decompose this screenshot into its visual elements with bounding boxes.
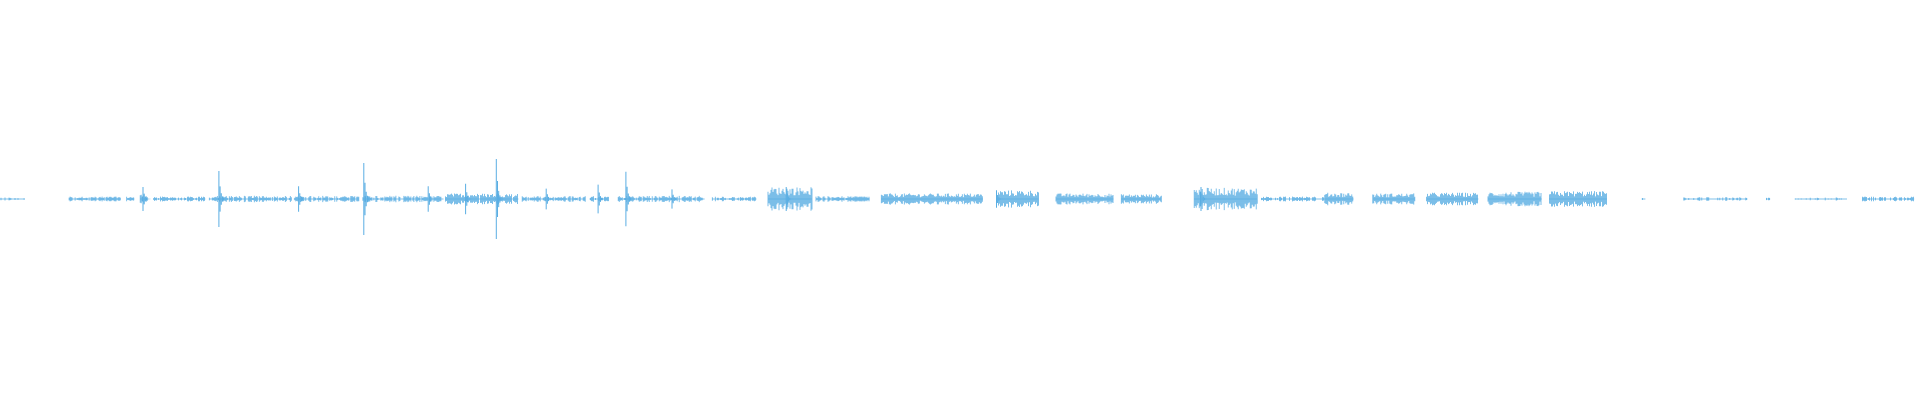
waveform-segment xyxy=(1324,192,1354,206)
waveform-segment xyxy=(711,196,757,202)
waveform-segment xyxy=(1426,192,1479,206)
waveform-spike xyxy=(671,189,680,209)
waveform-segment xyxy=(68,196,121,202)
waveform-segment xyxy=(815,196,870,202)
waveform-segment xyxy=(1683,197,1748,201)
waveform-spike xyxy=(363,163,372,235)
waveform-spike xyxy=(298,186,307,212)
waveform-segment xyxy=(1766,197,1771,201)
waveform-trace xyxy=(0,159,1915,239)
waveform-segment xyxy=(880,193,983,205)
waveform-segment xyxy=(1487,191,1542,207)
waveform-spike xyxy=(996,190,1005,208)
waveform-spike xyxy=(465,183,474,215)
waveform-segment xyxy=(1794,197,1847,201)
waveform-segment xyxy=(208,195,292,203)
waveform-spike xyxy=(427,186,436,212)
waveform-segment xyxy=(0,197,25,201)
waveform-spike xyxy=(785,187,794,211)
waveform-spike xyxy=(625,171,634,227)
waveform-segment xyxy=(1120,194,1162,204)
waveform-segment xyxy=(1261,196,1325,202)
waveform-spike xyxy=(545,188,554,210)
waveform-spike xyxy=(218,171,227,227)
waveform-segment xyxy=(1549,191,1607,207)
waveform-spike xyxy=(1200,187,1209,211)
waveform-segment xyxy=(1055,193,1114,205)
waveform-spike xyxy=(495,159,504,239)
waveform-segment xyxy=(153,196,206,202)
waveform-spike xyxy=(597,184,606,214)
waveform-spike xyxy=(142,187,151,211)
waveform-segment xyxy=(1372,193,1416,205)
waveform-segment xyxy=(1862,196,1915,202)
waveform-segment xyxy=(126,196,135,202)
waveform-segment xyxy=(1641,198,1646,200)
